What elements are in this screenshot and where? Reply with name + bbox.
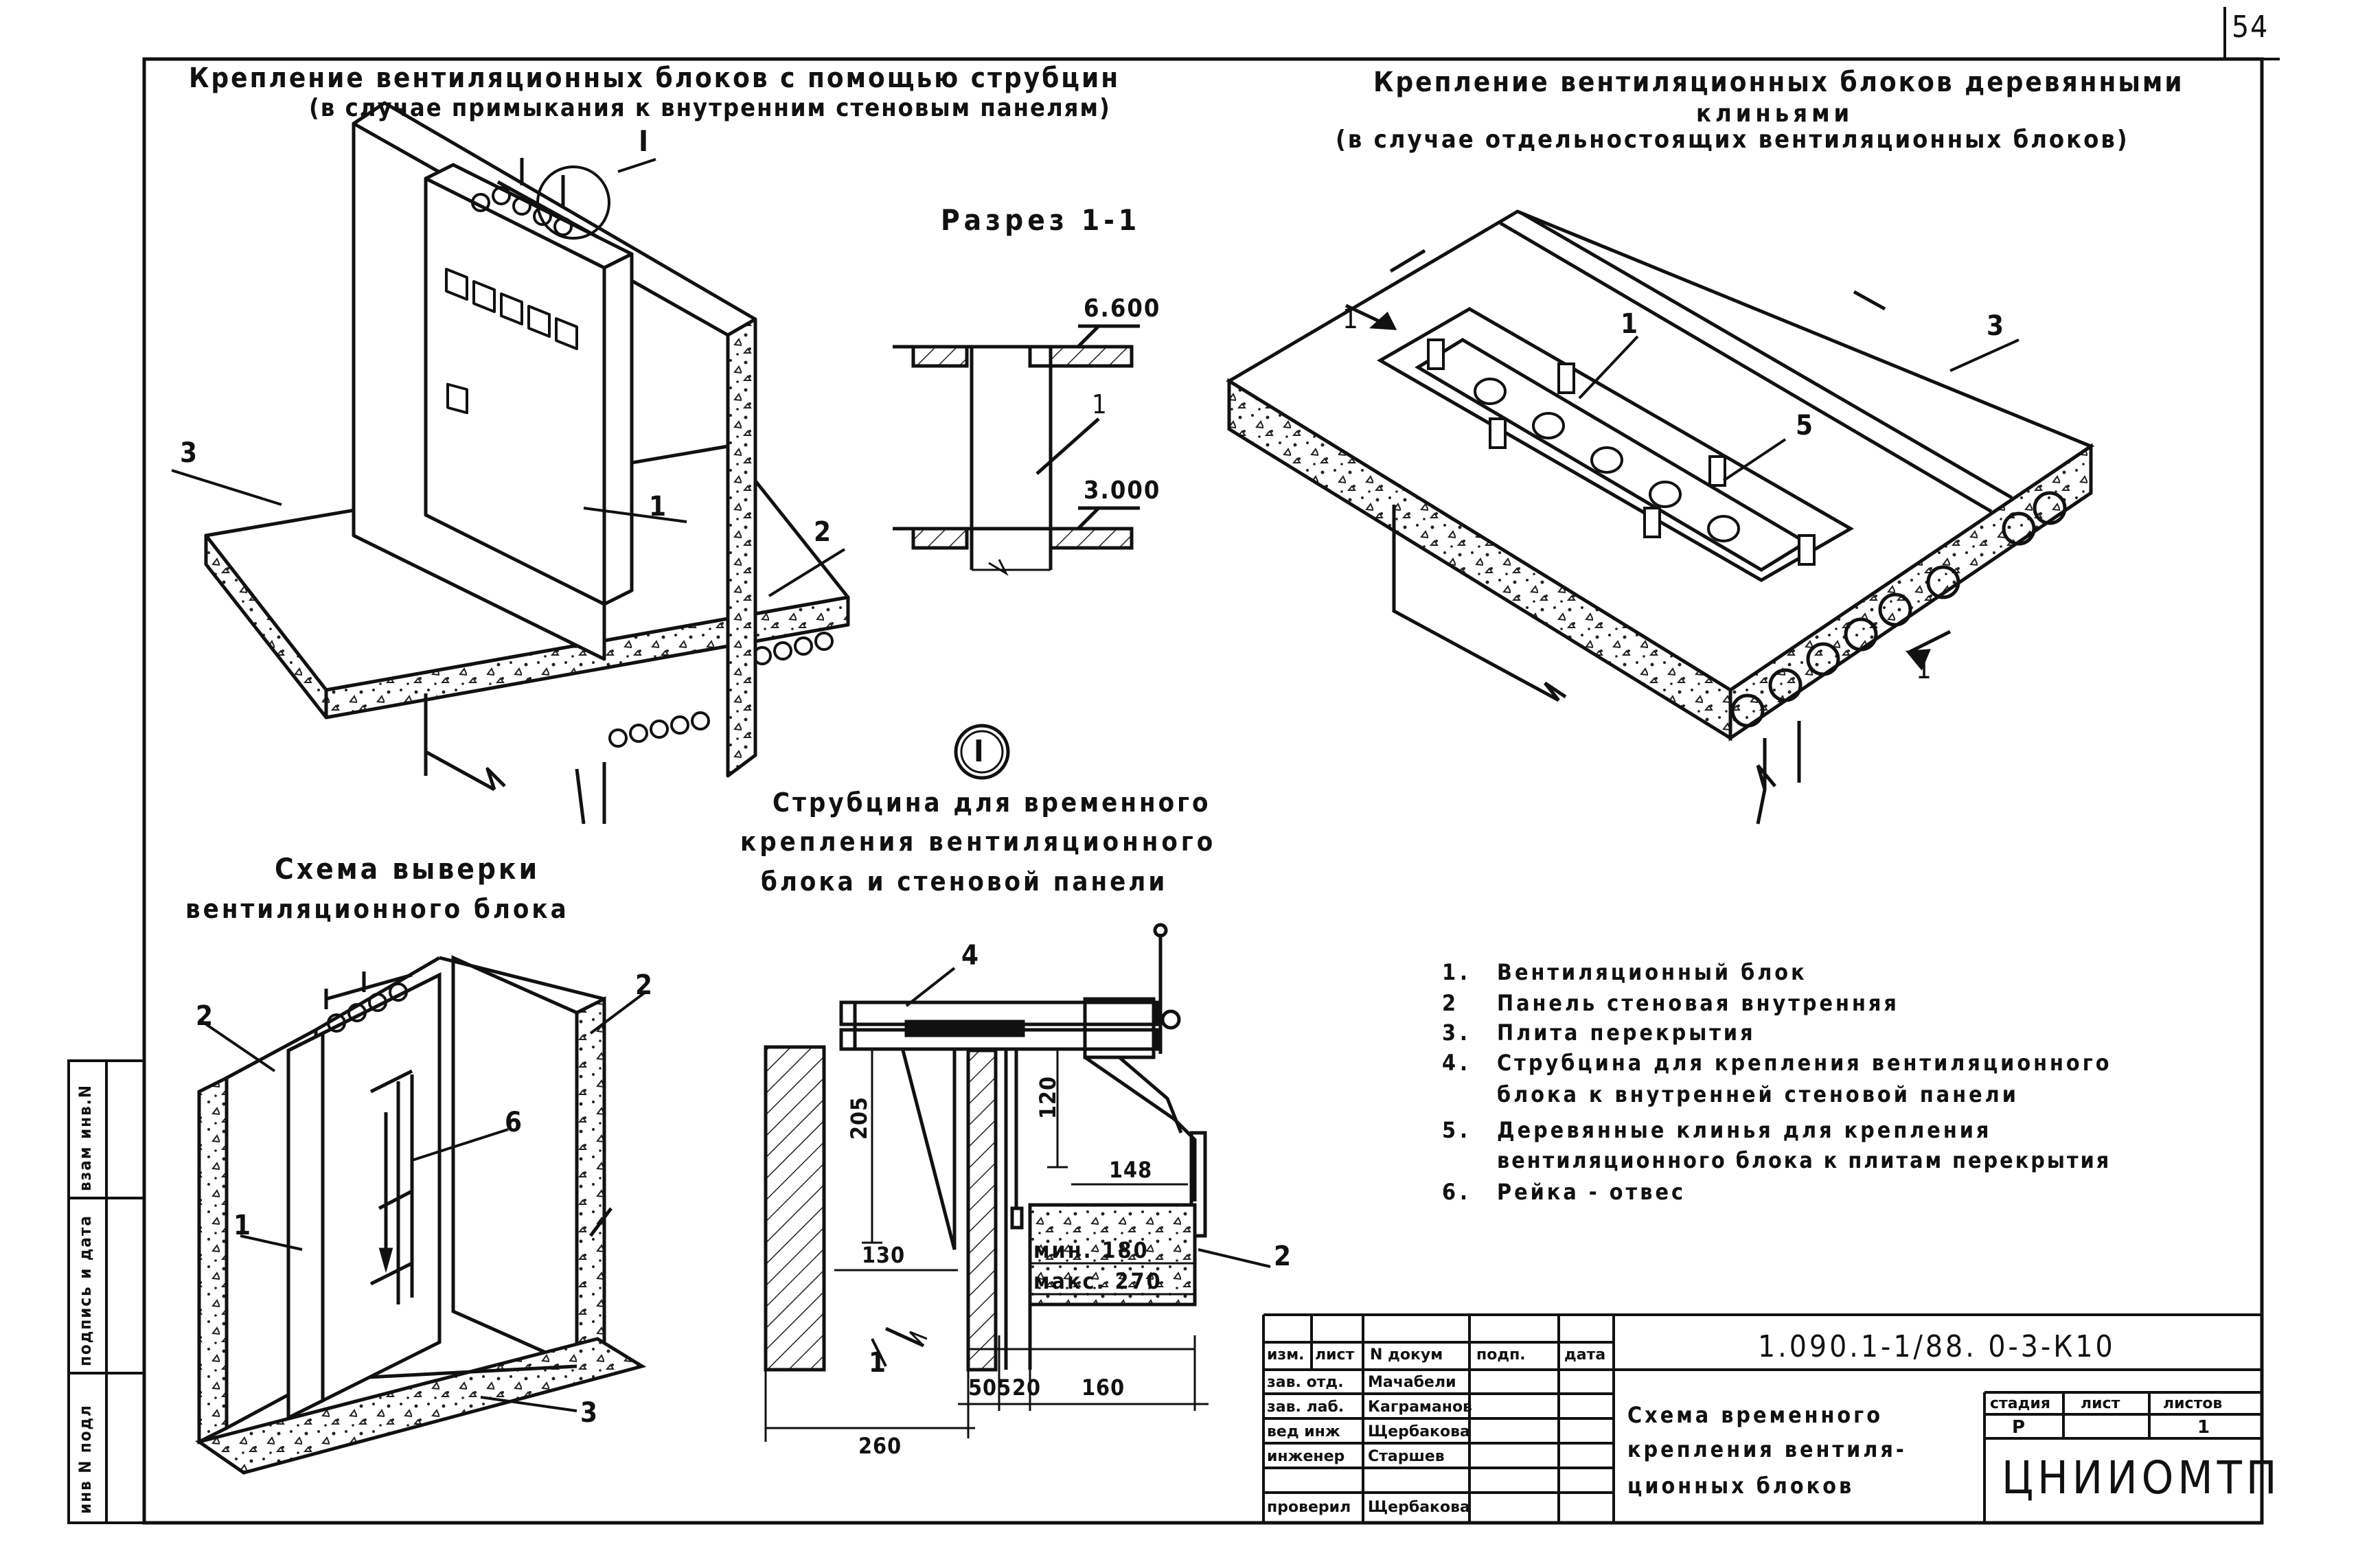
stamp-title-line3: ционных блоков bbox=[1627, 1473, 1855, 1499]
stamp-role-4: инженер bbox=[1267, 1448, 1345, 1465]
section-elev-bottom: 3.000 bbox=[1084, 476, 1161, 505]
stamp-name-3: Щербакова bbox=[1368, 1423, 1470, 1440]
leader-left-3: 3 bbox=[180, 437, 202, 469]
node-marker-circle bbox=[954, 724, 1010, 780]
stamp-stage: Р bbox=[2012, 1417, 2026, 1438]
stamp-title-line2: крепления вентиля- bbox=[1627, 1436, 1907, 1462]
leader-right-3: 3 bbox=[1987, 310, 2009, 342]
stamp-header-izm: изм. bbox=[1267, 1346, 1305, 1364]
leader-check-1: 1 bbox=[233, 1210, 255, 1241]
node-marker-top: I bbox=[639, 124, 653, 158]
stamp-sheet-label: лист bbox=[2081, 1395, 2120, 1412]
legend-text-5b: вентиляционного блока к плитам перекрыти… bbox=[1497, 1147, 2112, 1173]
stamp-header-list: лист bbox=[1315, 1346, 1355, 1364]
legend-text-4b: блока к внутренней стеновой панели bbox=[1497, 1081, 2019, 1107]
clamp-title-line3: блока и стеновой панели bbox=[761, 866, 1168, 897]
legend-num-1: 1. bbox=[1442, 959, 1472, 985]
section-title: Разрез 1-1 bbox=[941, 203, 1141, 237]
iso-right-drawing bbox=[1226, 209, 2095, 825]
stamp-header-doc: N докум bbox=[1370, 1346, 1443, 1364]
leader-right-5: 5 bbox=[1796, 410, 1818, 441]
stamp-name-1: Мачабели bbox=[1368, 1374, 1456, 1391]
title-block-frame bbox=[1262, 1313, 2262, 1523]
legend-num-6: 6. bbox=[1442, 1179, 1472, 1205]
stamp-header-sign: подп. bbox=[1476, 1346, 1526, 1364]
stamp-header-date: дата bbox=[1564, 1346, 1606, 1364]
node-marker-label: I bbox=[974, 734, 984, 769]
sheet-frame bbox=[142, 57, 2264, 1525]
doc-code: 1.090.1-1/88. 0-3-К10 bbox=[1758, 1329, 2116, 1364]
page-number: 54 bbox=[2232, 10, 2269, 45]
leader-check-2a: 2 bbox=[196, 1000, 218, 1032]
legend-text-4: Струбцина для крепления вентиляционного bbox=[1497, 1050, 2112, 1076]
dim-160: 160 bbox=[1082, 1375, 1125, 1401]
top-right-title-line3: (в случае отдельностоящих вентиляционных… bbox=[1336, 126, 2129, 154]
legend-num-3: 3. bbox=[1442, 1020, 1472, 1046]
legend-num-4: 4. bbox=[1442, 1050, 1472, 1076]
legend-num-2: 2 bbox=[1442, 990, 1461, 1016]
leader-clamp-2: 2 bbox=[1274, 1241, 1296, 1272]
side-sign-date: подпись и дата bbox=[76, 1215, 95, 1366]
leader-check-2b: 2 bbox=[635, 969, 657, 1001]
check-scheme-drawing bbox=[195, 955, 647, 1475]
leader-clamp-4: 4 bbox=[961, 940, 983, 971]
legend-text-5: Деревянные клинья для крепления bbox=[1497, 1117, 1992, 1143]
stamp-name-4: Старшев bbox=[1368, 1448, 1445, 1465]
legend-num-5: 5. bbox=[1442, 1117, 1472, 1143]
leader-sec-1b: 1 bbox=[1916, 654, 1936, 685]
top-right-title-line1: Крепление вентиляционных блоков деревянн… bbox=[1373, 67, 2184, 98]
dim-505: 505 bbox=[968, 1375, 1012, 1401]
stamp-name-2: Каграманов bbox=[1368, 1399, 1472, 1416]
stamp-name-5: Щербакова bbox=[1368, 1499, 1470, 1516]
side-stamp-frame bbox=[67, 1059, 146, 1524]
top-left-title-line1: Крепление вентиляционных блоков с помощь… bbox=[189, 62, 1121, 94]
dim-148: 148 bbox=[1109, 1157, 1153, 1183]
legend-text-6: Рейка - отвес bbox=[1497, 1179, 1686, 1205]
iso-left-drawing bbox=[204, 101, 850, 825]
legend-text-3: Плита перекрытия bbox=[1497, 1020, 1756, 1046]
clamp-title-line1: Струбцина для временного bbox=[773, 787, 1211, 818]
clamp-detail-drawing bbox=[764, 923, 1209, 1442]
stamp-stage-label: стадия bbox=[1990, 1395, 2050, 1412]
leader-right-1: 1 bbox=[1621, 308, 1643, 340]
dim-120: 120 bbox=[1035, 1075, 1061, 1119]
stamp-role-3: вед инж bbox=[1267, 1423, 1340, 1440]
side-inv-podl: инв N подл bbox=[76, 1404, 95, 1514]
leader-left-1: 1 bbox=[649, 491, 671, 522]
stamp-role-5: проверил bbox=[1267, 1499, 1351, 1516]
section-elev-top: 6.600 bbox=[1084, 295, 1161, 323]
stamp-role-2: зав. лаб. bbox=[1267, 1399, 1345, 1416]
stamp-role-1: зав. отд. bbox=[1267, 1374, 1344, 1391]
legend-text-1: Вентиляционный блок bbox=[1497, 959, 1807, 985]
clamp-title-line2: крепления вентиляционного bbox=[740, 827, 1217, 857]
dim-130: 130 bbox=[862, 1242, 906, 1268]
dim-260: 260 bbox=[858, 1433, 902, 1459]
stamp-sheets-label: листов bbox=[2163, 1395, 2223, 1412]
stamp-sheet: 1 bbox=[2197, 1417, 2210, 1438]
top-right-title-line2: клиньями bbox=[1696, 100, 1854, 128]
top-left-title-line2: (в случае примыкания к внутренним стенов… bbox=[309, 94, 1111, 122]
dim-max: макс. 270 bbox=[1033, 1268, 1163, 1294]
dim-20: 20 bbox=[1012, 1375, 1042, 1401]
leader-clamp-1: 1 bbox=[869, 1347, 891, 1379]
stamp-title-line1: Схема временного bbox=[1627, 1402, 1883, 1428]
section-1-1-drawing bbox=[893, 324, 1140, 576]
dim-min: мин. 180 bbox=[1033, 1237, 1149, 1263]
side-inv-zam: взам инв.N bbox=[76, 1084, 95, 1191]
section-item-label: 1 bbox=[1092, 389, 1111, 419]
check-title-line1: Схема выверки bbox=[275, 852, 540, 886]
leader-check-6: 6 bbox=[505, 1107, 527, 1138]
dim-205: 205 bbox=[846, 1096, 872, 1140]
leader-sec-1: 1 bbox=[1342, 303, 1362, 335]
leader-check-3: 3 bbox=[580, 1397, 602, 1429]
leader-left-2: 2 bbox=[814, 516, 836, 548]
legend-text-2: Панель стеновая внутренняя bbox=[1497, 990, 1899, 1016]
stamp-org: ЦНИИОМТП bbox=[2002, 1451, 2281, 1504]
check-title-line2: вентиляционного блока bbox=[185, 894, 569, 924]
